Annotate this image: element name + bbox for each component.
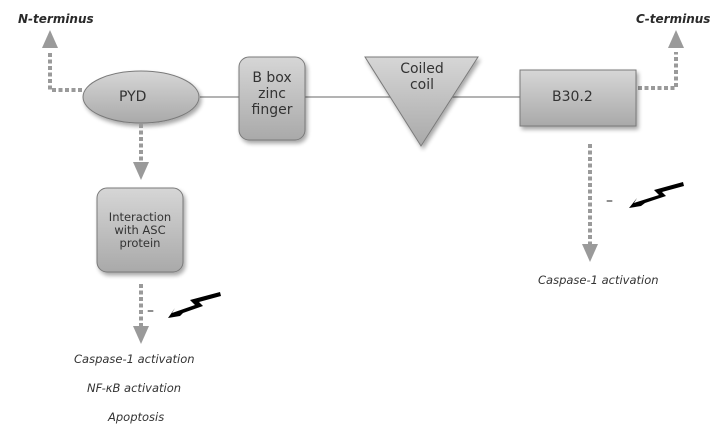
n-terminus-arrow [48,52,82,92]
interaction-line: protein [119,236,161,251]
pyd-label: PYD [119,89,147,105]
c-terminus-arrow [638,52,678,90]
inhibit-symbol: – [147,303,154,319]
coiled-coil-label: Coiled coil [380,61,464,93]
inhibit-symbol: – [606,193,613,209]
c-terminus-arrowhead [668,30,684,48]
lightning-bolt-icon [629,182,684,208]
bbox-line: B box [252,70,292,86]
pyd-domain [82,70,200,124]
bbox-line: finger [251,102,293,119]
bbox-label: B box zinc finger [239,70,305,118]
b302-label: B30.2 [552,89,593,105]
outcome-nfkb: NF-κB activation [87,381,182,395]
b302-down-arrowhead [582,244,598,262]
b302-domain [519,69,637,127]
c-terminus-label: C-terminus [636,12,711,26]
bbox-line: zinc [258,86,286,103]
outcome-caspase-left: Caspase-1 activation [74,352,195,366]
outcome-apoptosis: Apoptosis [108,410,165,424]
interaction-label: Interaction with ASC protein [97,210,183,251]
interaction-down-arrowhead [133,326,149,344]
bbox-domain [238,56,306,141]
interaction-line: with ASC [114,223,166,238]
n-terminus-label: N-terminus [18,12,94,26]
pyd-down-arrowhead [133,162,149,180]
coiled-line: coil [409,77,435,94]
n-terminus-arrowhead [42,30,58,48]
interaction-line: Interaction [108,210,172,224]
outcome-caspase-right: Caspase-1 activation [538,273,659,287]
interaction-box [96,187,184,273]
lightning-bolt-icon [168,292,221,318]
coiled-line: Coiled [400,61,444,77]
coiled-coil-domain [364,56,479,147]
